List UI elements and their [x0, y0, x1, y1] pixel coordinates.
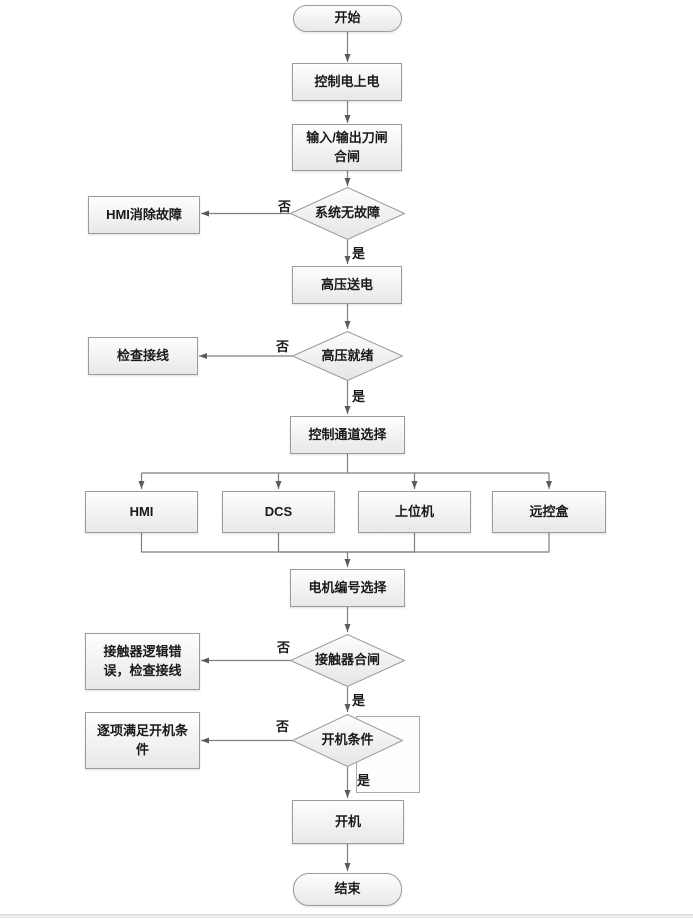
diamond-shape [292, 331, 403, 381]
edge-merge-dcs [277, 533, 348, 553]
decision-contactor-close: 接触器合闸 [290, 634, 405, 687]
edge-label-no-hv-ready: 否 [276, 339, 290, 354]
edge-merge-upper [347, 533, 416, 553]
decision-label: 高压就绪 [321, 347, 374, 363]
node-control-power-on: 控制电上电 [292, 63, 402, 101]
edge-label-yes-contactor: 是 [352, 693, 366, 708]
edge-merge-remote [347, 533, 550, 553]
node-start-terminal: 开始 [293, 5, 402, 32]
decision-system-no-fault: 系统无故障 [290, 187, 405, 240]
edge-label-yes-hv-ready: 是 [352, 389, 366, 404]
decision-hv-ready: 高压就绪 [292, 331, 403, 381]
edge-label-no-condition: 否 [276, 719, 290, 734]
node-channel-hmi: HMI [85, 491, 198, 533]
decision-label: 系统无故障 [314, 205, 380, 221]
diamond-shape [292, 714, 403, 767]
node-end-terminal: 结束 [293, 873, 402, 906]
node-io-knife-switch: 输入/输出刀闸合闸 [292, 124, 402, 171]
node-hmi-clear-fault: HMI消除故障 [88, 196, 200, 234]
edge-merge-hmi [140, 533, 348, 553]
page-bottom-edge [0, 914, 693, 918]
edge-label-yes-condition: 是 [357, 773, 371, 788]
node-hv-power-on: 高压送电 [292, 266, 402, 304]
edge-label-no-system-fault: 否 [278, 199, 292, 214]
node-channel-remote-box: 远控盒 [492, 491, 606, 533]
decision-label: 接触器合闸 [314, 652, 380, 668]
node-contactor-logic-error: 接触器逻辑错误，检查接线 [85, 633, 200, 690]
node-motor-number-select: 电机编号选择 [290, 569, 405, 607]
node-channel-upper-computer: 上位机 [358, 491, 471, 533]
node-satisfy-startup-condition: 逐项满足开机条件 [85, 712, 200, 769]
node-channel-dcs: DCS [222, 491, 335, 533]
node-start-machine: 开机 [292, 800, 404, 844]
edge-label-yes-system-fault: 是 [352, 246, 366, 261]
edge-label-no-contactor: 否 [277, 640, 291, 655]
node-check-wiring: 检查接线 [88, 337, 198, 375]
diamond-shape [290, 187, 405, 240]
decision-startup-condition: 开机条件 [292, 714, 403, 767]
diamond-shape [290, 634, 405, 687]
node-control-channel-select: 控制通道选择 [290, 416, 405, 454]
decision-label: 开机条件 [321, 732, 374, 748]
